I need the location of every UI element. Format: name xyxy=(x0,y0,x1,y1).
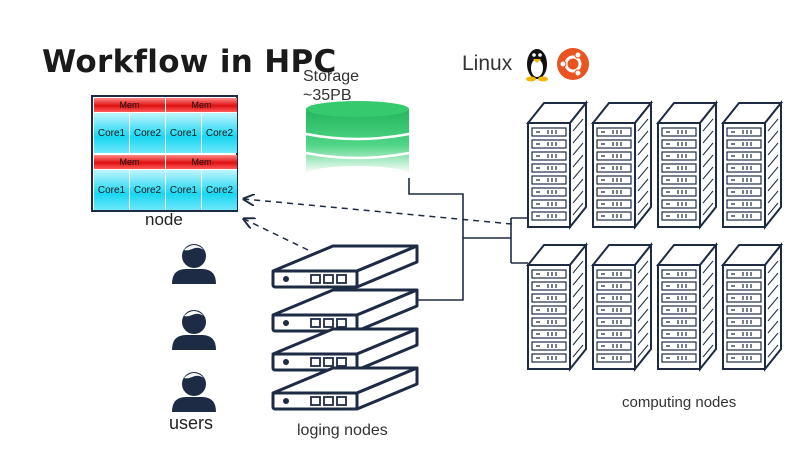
login-to-node-arrow xyxy=(244,219,309,251)
server-icon xyxy=(271,366,419,411)
node-diagram: Mem Core1 Core2 Mem Core1 Core2 Mem Core… xyxy=(91,95,238,212)
users-label: users xyxy=(169,413,214,433)
linux-label: Linux xyxy=(462,52,513,75)
storage-capacity: ~35PB xyxy=(303,87,352,104)
core-block: Core2 xyxy=(130,113,165,153)
socket: Mem Core1 Core2 xyxy=(94,98,165,153)
core-block: Core2 xyxy=(202,170,237,210)
core-block: Core1 xyxy=(166,113,202,153)
ubuntu-logo-icon xyxy=(557,48,589,80)
core-block: Core2 xyxy=(130,170,165,210)
server-rack-icon xyxy=(657,102,717,228)
socket: Mem Core1 Core2 xyxy=(94,155,165,210)
server-icon xyxy=(271,288,419,333)
login-nodes-stack xyxy=(271,244,419,411)
server-rack-icon xyxy=(527,102,587,228)
core-block: Core1 xyxy=(166,170,202,210)
user-icon xyxy=(172,372,216,412)
server-icon xyxy=(271,244,419,289)
user-icon xyxy=(172,310,216,350)
computing-nodes-label: computing nodes xyxy=(622,394,737,411)
storage-name: Storage xyxy=(303,68,360,85)
server-rack-icon xyxy=(657,244,717,370)
socket: Mem Core1 Core2 xyxy=(166,155,237,210)
storage-label: Storage ~35PB xyxy=(303,67,359,105)
server-rack-icon xyxy=(592,244,652,370)
memory-block: Mem xyxy=(166,155,237,170)
server-rack-icon xyxy=(527,244,587,370)
server-rack-icon xyxy=(722,244,782,370)
storage-link xyxy=(408,178,464,238)
server-rack-icon xyxy=(592,102,652,228)
core-block: Core1 xyxy=(94,113,130,153)
node-label: node xyxy=(145,210,183,229)
memory-block: Mem xyxy=(166,98,237,113)
server-rack-icon xyxy=(722,102,782,228)
login-nodes-label: loging nodes xyxy=(297,422,388,439)
storage-disk-icon xyxy=(305,101,410,182)
core-block: Core2 xyxy=(202,113,237,153)
diagram-title: Workflow in HPC xyxy=(42,44,337,80)
compute-link xyxy=(510,217,528,264)
server-icon xyxy=(271,327,419,372)
memory-block: Mem xyxy=(94,155,165,170)
dashed-arrows xyxy=(244,199,513,251)
memory-block: Mem xyxy=(94,98,165,113)
network-lines xyxy=(408,178,528,301)
core-block: Core1 xyxy=(94,170,130,210)
socket: Mem Core1 Core2 xyxy=(166,98,237,153)
tux-penguin-icon xyxy=(526,49,548,82)
computing-racks xyxy=(527,102,782,370)
user-icon xyxy=(172,244,216,284)
login-link xyxy=(417,237,511,301)
users-group xyxy=(172,244,216,412)
compute-to-node-arrow xyxy=(244,199,513,225)
